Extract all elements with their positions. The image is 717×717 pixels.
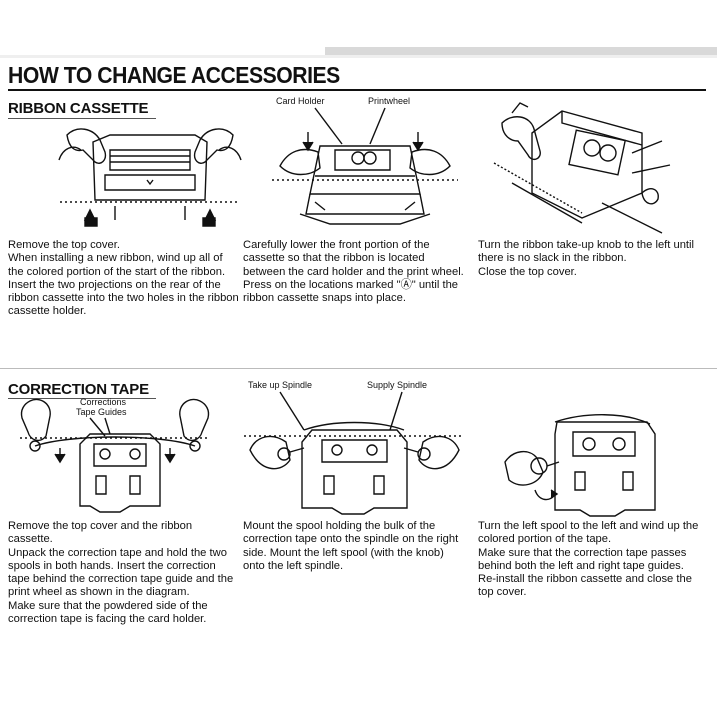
ribbon-step-3-line: Close the top cover. — [478, 265, 577, 278]
ribbon-step-2-line: Carefully lower the front portion of the… — [243, 239, 464, 278]
correction-heading-rule — [8, 398, 156, 399]
lowering-cassette-front-illustration — [270, 106, 460, 236]
page-title: HOW TO CHANGE ACCESSORIES — [8, 62, 340, 88]
mounting-spools-illustration — [242, 390, 467, 516]
section-divider — [0, 368, 717, 369]
ribbon-step-1-line: When installing a new ribbon, wind up al… — [8, 252, 226, 278]
top-margin — [0, 0, 717, 50]
supply-spindle-label: Supply Spindle — [367, 380, 428, 390]
correction-step-1-line: Unpack the correction tape and hold the … — [8, 546, 234, 599]
card-holder-label: Card Holder — [276, 96, 325, 106]
ribbon-step-1-line: Insert the two projections on the rear o… — [8, 278, 239, 318]
title-rule — [8, 89, 706, 91]
ribbon-step-3-text: Turn the ribbon take-up knob to the left… — [478, 239, 698, 279]
ribbon-heading-rule — [8, 118, 156, 119]
hands-inserting-ribbon-cassette-illustration — [55, 120, 245, 235]
printwheel-label: Printwheel — [368, 96, 411, 106]
correction-step-3-line: Turn the left spool to the left and wind… — [478, 520, 699, 546]
correction-step-1-line: Make sure that the powdered side of the … — [8, 599, 208, 626]
correction-step-1-line: Remove the top cover and the ribbon cass… — [8, 520, 193, 546]
correction-guides-label-1: Corrections — [80, 397, 127, 407]
correction-step-3-line: Make sure that the correction tape passe… — [478, 546, 692, 599]
correction-step-1-text: Remove the top cover and the ribbon cass… — [8, 520, 236, 626]
inserting-correction-tape-illustration — [10, 396, 220, 516]
ribbon-step-1-line: Remove the top cover. — [8, 239, 120, 251]
correction-guides-label-2: Tape Guides — [76, 407, 127, 417]
ribbon-step-2-text: Carefully lower the front portion of the… — [243, 239, 469, 305]
ribbon-step-2-line: Press on the locations marked "Ⓐ" until … — [243, 278, 459, 305]
correction-step-3-text: Turn the left spool to the left and wind… — [478, 520, 700, 600]
scan-edge-band — [325, 47, 717, 55]
take-up-spindle-label: Take up Spindle — [248, 380, 313, 390]
turning-take-up-knob-illustration — [492, 93, 672, 238]
correction-step-2-line: Mount the spool holding the bulk of the … — [243, 520, 459, 572]
correction-tape-heading: CORRECTION TAPE — [8, 381, 149, 398]
ribbon-step-3-line: Turn the ribbon take-up knob to the left… — [478, 239, 695, 265]
scan-edge-band-lower — [0, 55, 717, 58]
winding-left-spool-illustration — [495, 410, 665, 518]
correction-step-2-text: Mount the spool holding the bulk of the … — [243, 520, 465, 573]
ribbon-step-1-text: Remove the top cover. When installing a … — [8, 239, 240, 319]
ribbon-cassette-heading: RIBBON CASSETTE — [8, 100, 149, 117]
